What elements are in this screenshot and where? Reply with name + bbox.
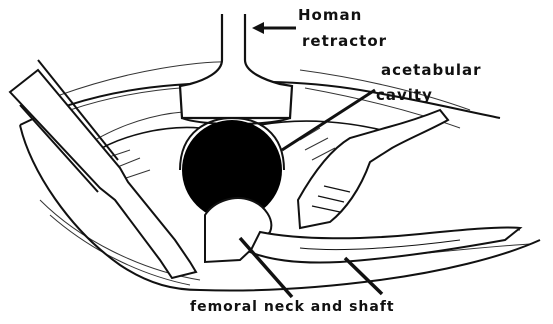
homan-retractor-label-line2: retractor (302, 34, 387, 49)
homan-retractor-label-line1: Homan (298, 8, 362, 23)
femoral-shaft-leader (345, 258, 382, 294)
femoral-neck-shaft-label: femoral neck and shaft (190, 300, 395, 314)
homan-arrow (252, 22, 296, 34)
acetabular-cavity-label-line1: acetabular (381, 63, 482, 78)
acetabular-cavity-label-line2: cavity (376, 88, 433, 103)
homan-retractor (180, 14, 292, 118)
femoral-shaft (250, 227, 520, 262)
